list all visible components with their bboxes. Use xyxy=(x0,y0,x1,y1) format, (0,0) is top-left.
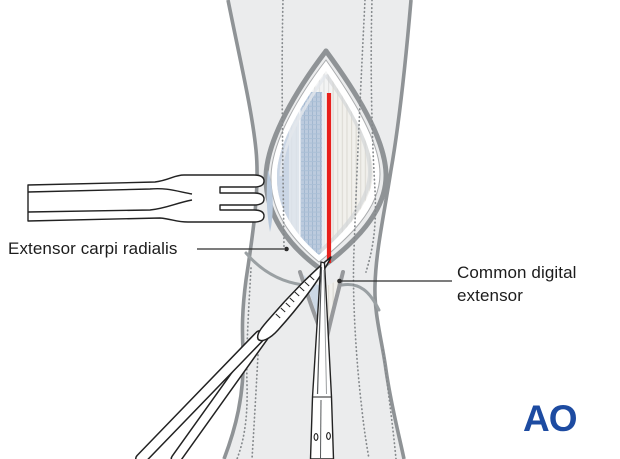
label-leader-lines xyxy=(197,246,452,284)
extensor-carpi-radialis-tendon xyxy=(300,92,323,255)
limb-outline-left xyxy=(222,0,259,459)
retracted-tendon-edge xyxy=(266,170,273,232)
dotted-guide-lines xyxy=(236,0,397,459)
rake-retractor xyxy=(27,174,265,223)
scissors-pivot-screw xyxy=(313,433,319,441)
label-common-digital-line1: Common digital xyxy=(457,263,577,282)
scissors-handles xyxy=(135,327,272,459)
leader-dot-right xyxy=(337,278,342,284)
skin-creases xyxy=(244,251,381,312)
ao-logo: AO xyxy=(523,398,577,439)
scissors-blade xyxy=(256,256,332,342)
leader-dot-left xyxy=(284,246,289,252)
label-common-digital-line2: extensor xyxy=(457,286,524,305)
label-common-digital-extensor: Common digital extensor xyxy=(457,261,577,307)
limb-outline-right xyxy=(373,0,413,459)
label-extensor-carpi-radialis: Extensor carpi radialis xyxy=(8,239,178,258)
scissors-vertical-shaft xyxy=(309,261,335,459)
